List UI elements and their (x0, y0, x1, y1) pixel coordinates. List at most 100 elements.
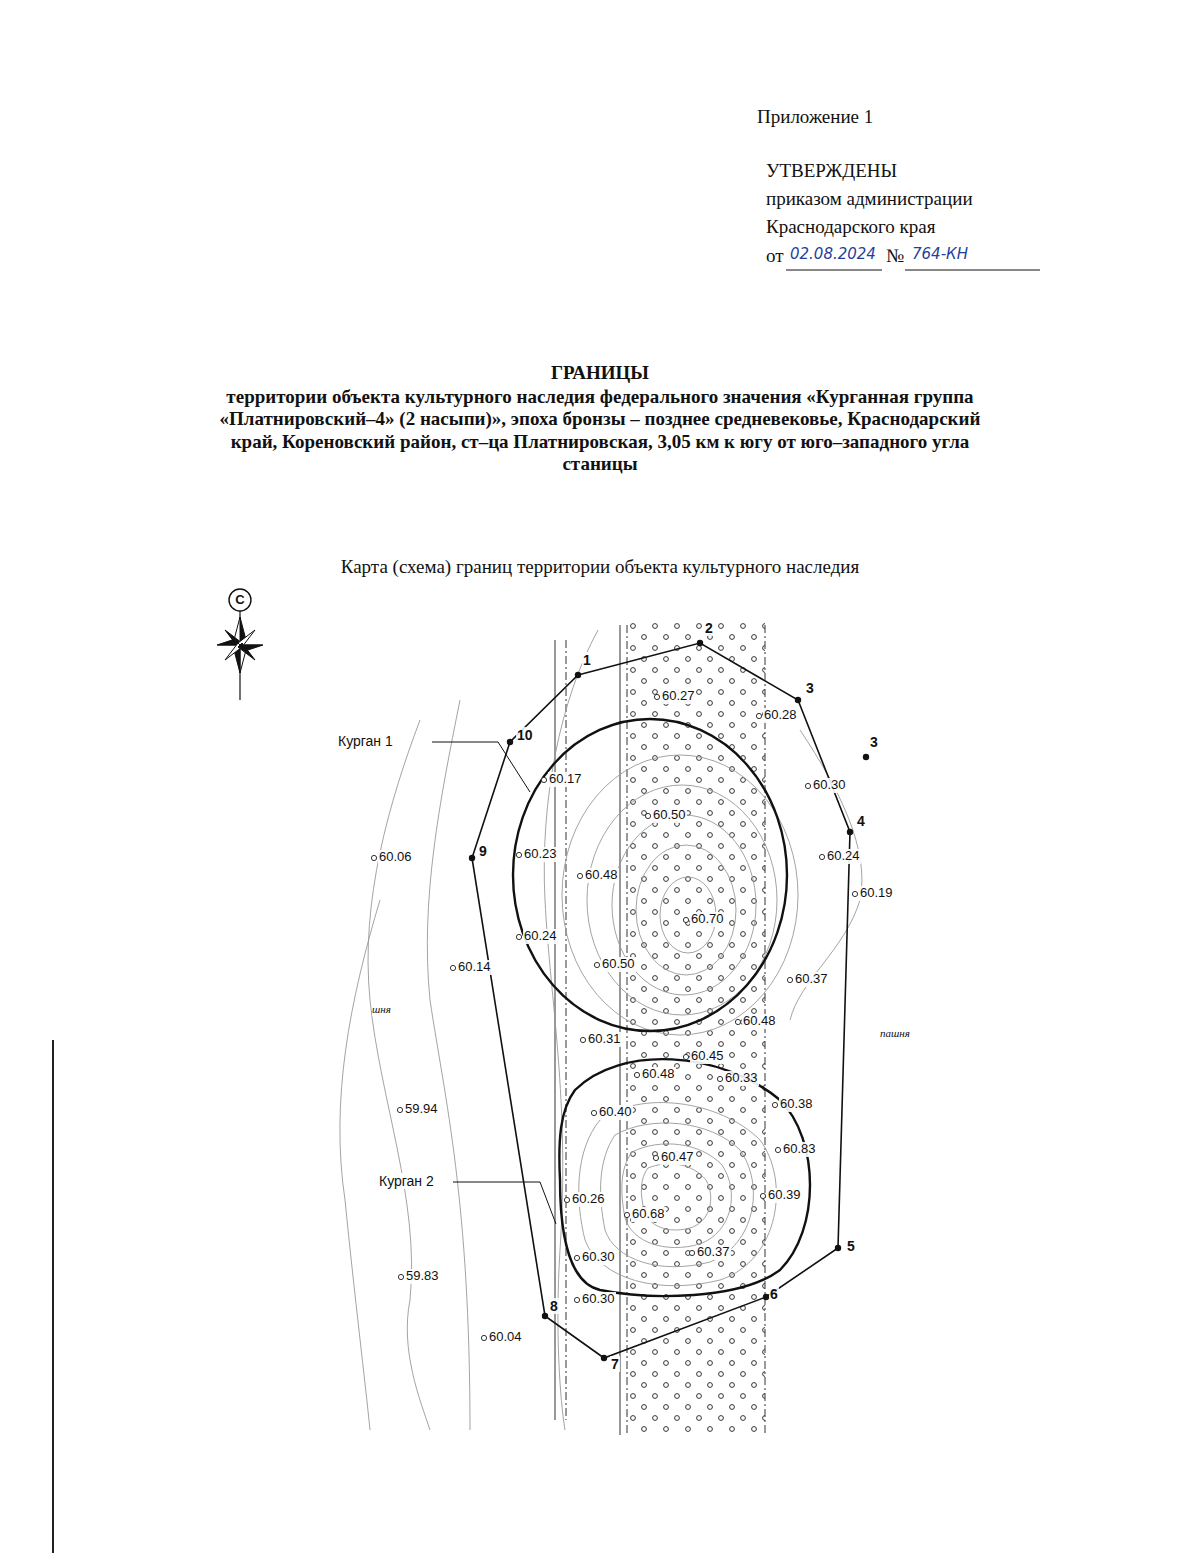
approval-note: от (766, 245, 784, 267)
mound-outline (513, 719, 787, 1031)
mound-name: Курган 1 (336, 733, 395, 749)
height-dot (564, 1197, 569, 1202)
height-dot (634, 1072, 639, 1077)
spot-height: 60.68 (631, 1207, 666, 1222)
height-dot (772, 1102, 777, 1107)
spot-height: 60.39 (767, 1188, 802, 1203)
point-number: 3 (805, 680, 815, 696)
height-dot (654, 694, 659, 699)
height-dot (852, 891, 857, 896)
spot-height: 59.83 (405, 1269, 440, 1284)
handwritten-date: 02.08.2024 (790, 246, 876, 263)
spot-height: 60.24 (523, 929, 558, 944)
spot-height: 60.24 (826, 849, 861, 864)
spot-height: 60.38 (779, 1097, 814, 1112)
spot-height: 60.47 (660, 1150, 695, 1165)
leader-line (432, 742, 556, 1224)
height-dot (683, 1054, 688, 1059)
spot-height: 60.33 (724, 1071, 759, 1086)
spot-height: 60.40 (598, 1105, 633, 1120)
height-dot (594, 962, 599, 967)
spot-height: 60.27 (661, 689, 696, 704)
height-dot (760, 1193, 765, 1198)
height-dot (516, 852, 521, 857)
annex-number: Приложение 1 (757, 106, 873, 128)
land-use-note: пашня (880, 1027, 910, 1040)
spot-height: 60.37 (696, 1245, 731, 1260)
height-dot (717, 1076, 722, 1081)
spot-height: 60.23 (523, 847, 558, 862)
spot-height: 60.37 (794, 972, 829, 987)
height-dot (683, 917, 688, 922)
spot-height: 59.94 (404, 1102, 439, 1117)
height-dot (787, 977, 792, 982)
height-dot (775, 1147, 780, 1152)
point-number: 4 (856, 813, 866, 829)
north-arrow (217, 589, 263, 700)
height-dot (645, 813, 650, 818)
height-dot (653, 1155, 658, 1160)
approval-note: № (886, 245, 904, 267)
spot-height: 60.70 (690, 912, 725, 927)
height-dot (591, 1110, 596, 1115)
boundary-polygon (472, 643, 850, 1358)
mound-outline (559, 1059, 810, 1296)
boundary-points (469, 640, 869, 1361)
spot-height: 60.26 (571, 1192, 606, 1207)
height-dot (577, 873, 582, 878)
height-dot (541, 777, 546, 782)
point-number: 8 (549, 1298, 559, 1314)
height-dot (574, 1297, 579, 1302)
approval-note: УТВЕРЖДЕНЫ (766, 160, 897, 182)
height-dot (450, 965, 455, 970)
spot-height: 60.30 (581, 1250, 616, 1265)
spot-height: 60.14 (457, 960, 492, 975)
spot-height: 60.04 (488, 1330, 523, 1345)
approval-note: Краснодарского края (766, 216, 935, 238)
height-dot (398, 1274, 403, 1279)
height-marks (371, 694, 857, 1340)
height-dot (805, 783, 810, 788)
spot-height: 60.30 (581, 1292, 616, 1307)
underline (786, 270, 1040, 271)
approval-note: приказом администрации (766, 188, 973, 210)
height-dot (735, 1019, 740, 1024)
height-dot (397, 1107, 402, 1112)
document-title: ГРАНИЦЫ (551, 362, 649, 384)
spot-height: 60.48 (584, 868, 619, 883)
spot-height: 60.06 (378, 850, 413, 865)
contour-lines (340, 630, 862, 1430)
height-dot (516, 934, 521, 939)
spot-height: 60.48 (742, 1014, 777, 1029)
point-number: 2 (704, 620, 714, 636)
point-number: 1 (582, 652, 592, 668)
spot-height: 60.31 (587, 1032, 622, 1047)
point-number: 10 (516, 727, 534, 743)
spot-height: 60.19 (859, 886, 894, 901)
spot-height: 60.50 (652, 808, 687, 823)
land-use-note: шня (372, 1003, 391, 1016)
height-dot (574, 1255, 579, 1260)
height-dot (756, 713, 761, 718)
height-dot (624, 1212, 629, 1217)
spot-height: 60.83 (782, 1142, 817, 1157)
map-caption: Карта (схема) границ территории объекта … (341, 556, 859, 578)
point-number: 7 (610, 1356, 620, 1372)
point-number: 3 (869, 734, 879, 750)
spot-height: 60.45 (690, 1049, 725, 1064)
spot-height: 60.28 (763, 708, 798, 723)
spot-height: 60.17 (548, 772, 583, 787)
height-dot (689, 1250, 694, 1255)
spot-height: 60.48 (641, 1067, 676, 1082)
height-dot (481, 1335, 486, 1340)
page-edge (52, 1040, 54, 1553)
spot-height: 60.50 (601, 957, 636, 972)
height-dot (580, 1037, 585, 1042)
point-number: 5 (846, 1238, 856, 1254)
handwritten-number: 764-КН (912, 246, 968, 263)
point-number: 9 (478, 843, 488, 859)
spot-height: 60.30 (812, 778, 847, 793)
document-subtitle: территории объекта культурного наследия … (215, 386, 985, 476)
